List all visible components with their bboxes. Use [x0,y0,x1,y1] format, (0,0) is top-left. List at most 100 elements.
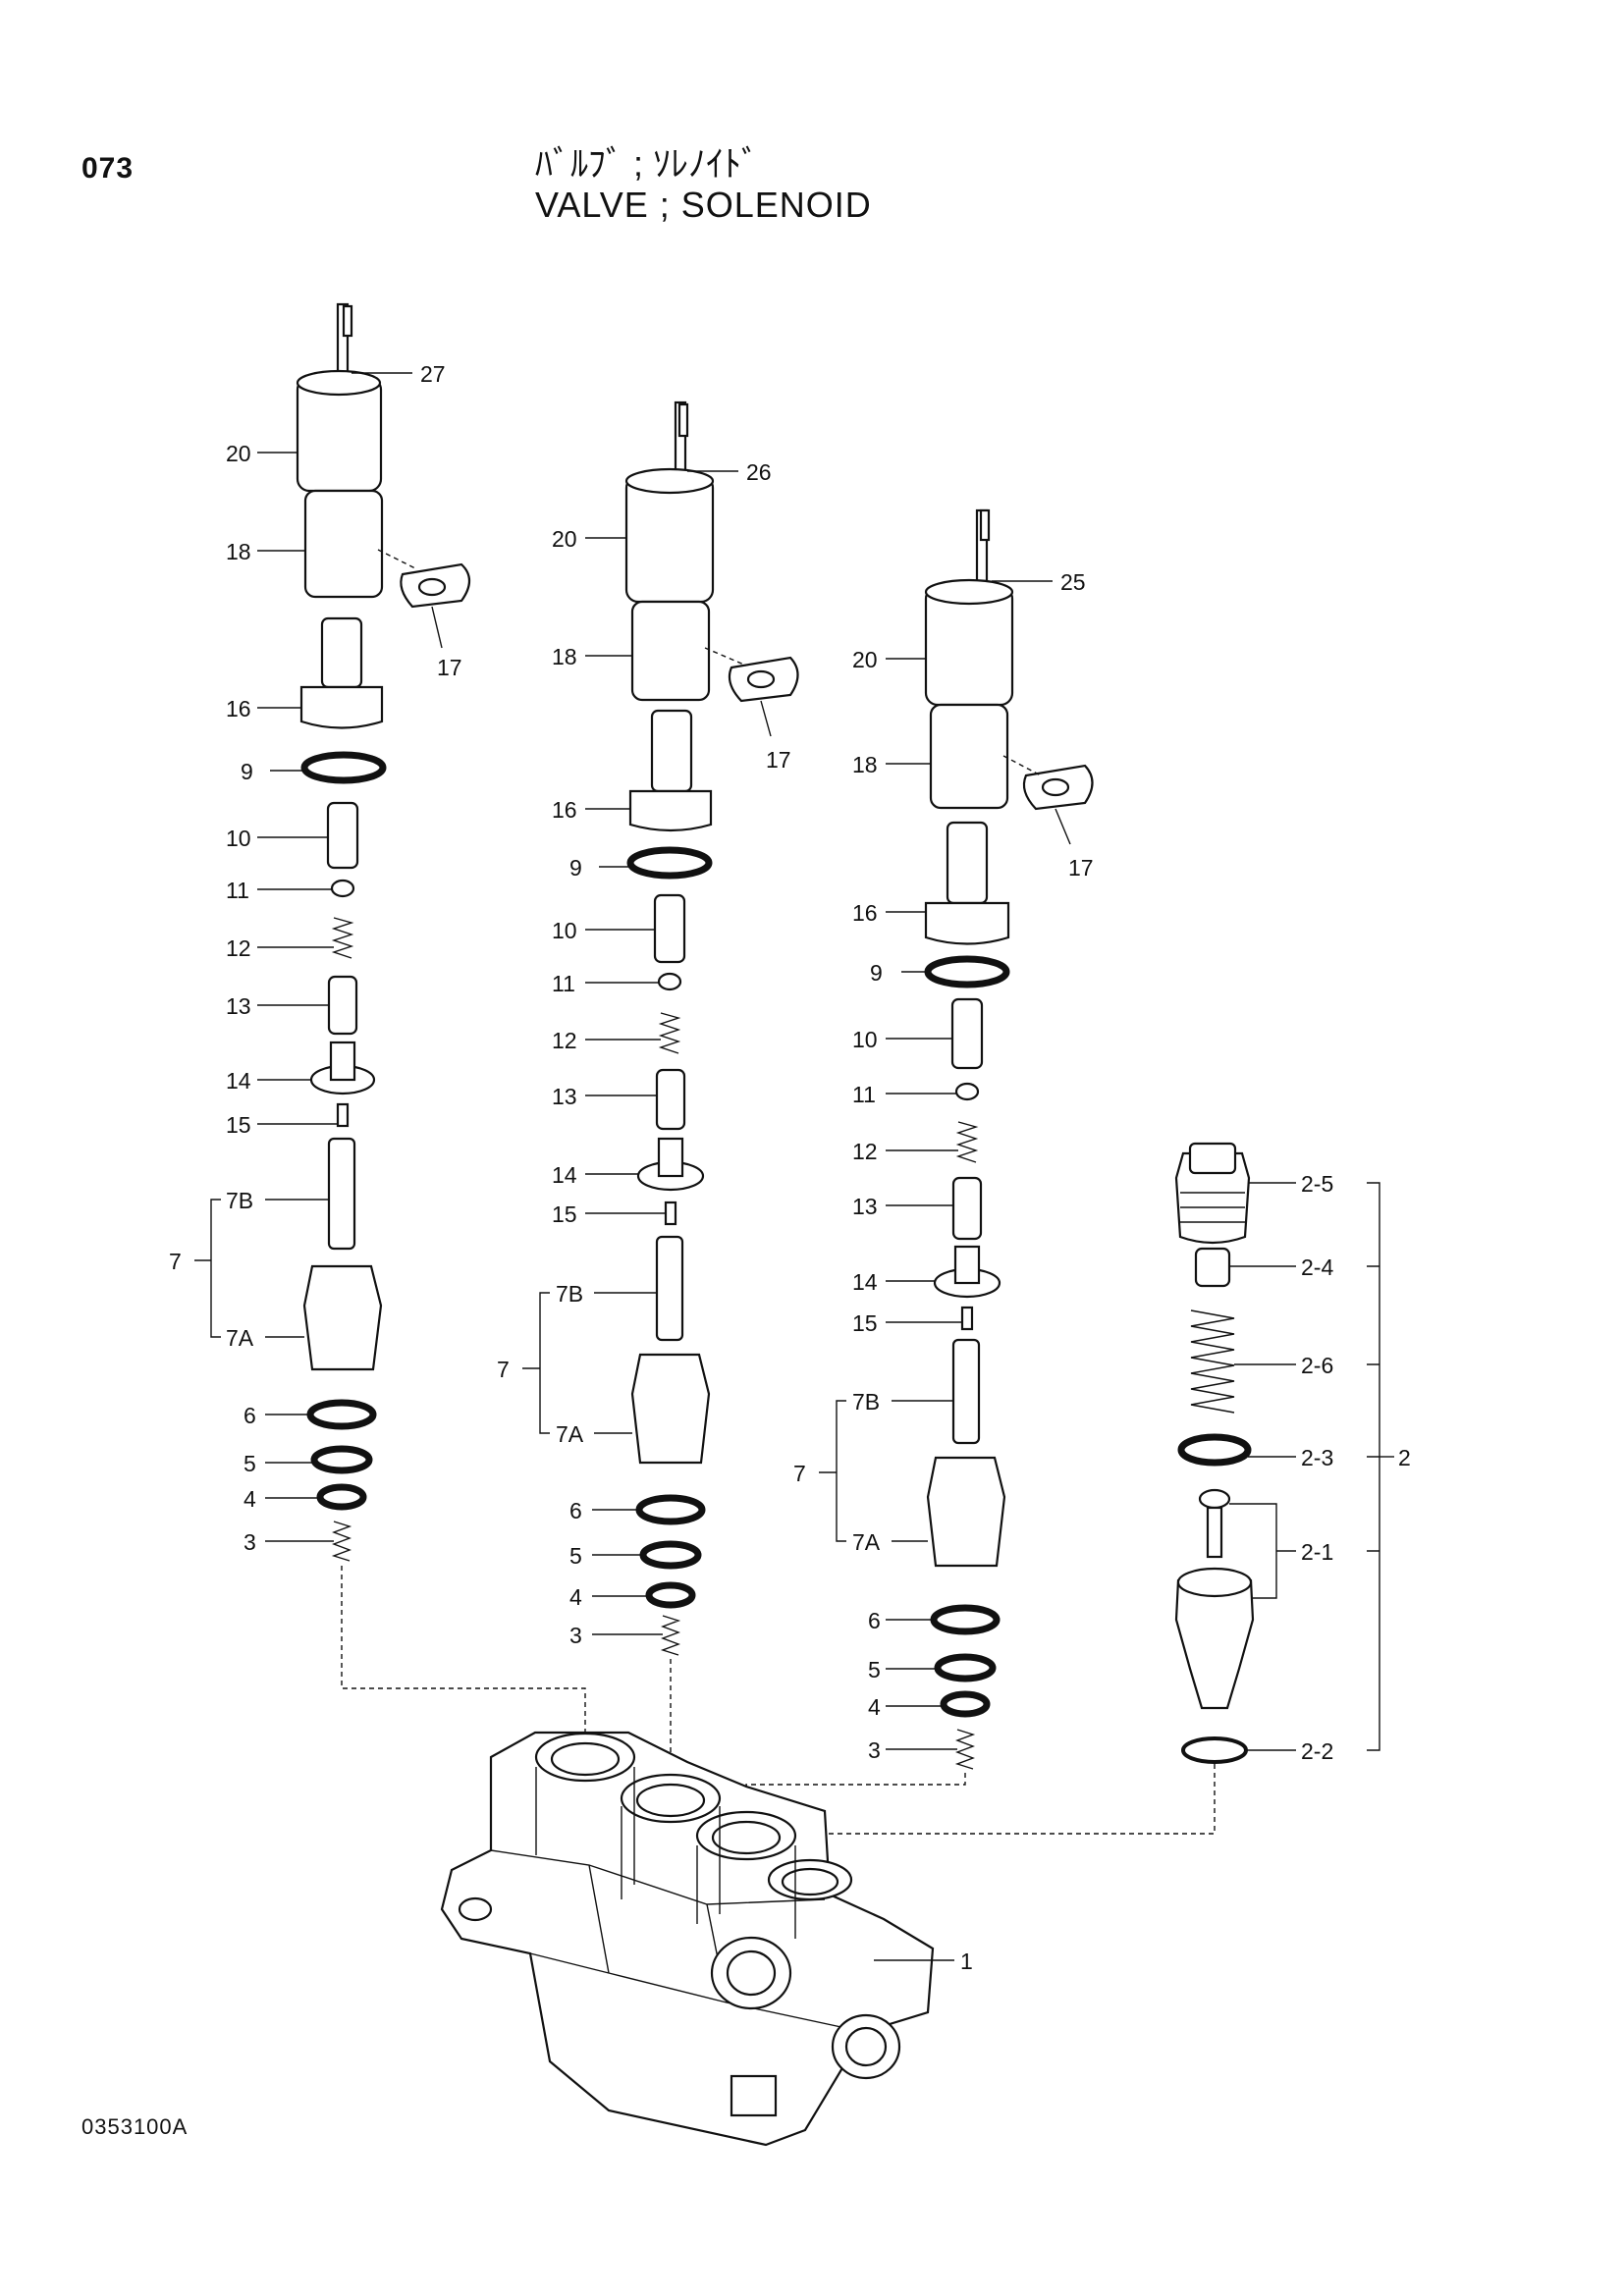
valve-2-1-top [1176,1567,1253,1598]
label-14-middle: 14 [552,1162,577,1188]
label-7a-right: 7A [852,1529,881,1555]
oring-4-middle [645,1581,696,1609]
ring-11-right [954,1082,980,1101]
label-14-left: 14 [226,1068,251,1094]
flange-14-middle-neck [657,1137,684,1178]
valve-2-1-stem [1206,1506,1223,1559]
connector-tip-middle [677,402,689,438]
label-9-left: 9 [241,759,253,784]
label-2-1: 2-1 [1301,1539,1333,1565]
label-6-right: 6 [868,1608,881,1633]
ring-2-2 [1181,1736,1248,1764]
spool-7b-middle [655,1235,684,1342]
body-16-right-stem [946,821,989,905]
label-20-middle: 20 [552,526,577,552]
oring-6-middle [635,1494,706,1525]
label-6-left: 6 [243,1403,256,1428]
assembly-left: 27 20 18 17 16 9 10 11 12 13 14 15 7B 7A… [169,302,586,1737]
spool-7b-right [951,1338,981,1445]
coil-18-middle [630,600,711,702]
label-7b-left: 7B [226,1188,253,1213]
label-3-right: 3 [868,1737,881,1763]
oring-4-right [940,1690,991,1718]
oring-6-left [306,1399,377,1430]
oring-9-right [924,955,1010,988]
spring-3-middle [660,1615,681,1656]
housing-port-3-inner [711,1820,782,1855]
spool-7b-left [327,1137,356,1251]
label-10-middle: 10 [552,918,577,943]
plate-hole-right [1041,777,1070,797]
spring-2-6 [1190,1309,1235,1414]
oring-9-middle [626,846,713,880]
oring-6-right [930,1604,1001,1635]
leader-left-to-housing [341,1566,586,1737]
pin-15-right [960,1306,974,1331]
label-27: 27 [420,361,446,387]
seat-7a-left [302,1264,383,1371]
housing-mount-hole [458,1896,493,1922]
pin-15-left [336,1102,350,1128]
cap-top-right [924,578,1014,606]
connector-tip-right [979,508,991,542]
oring-2-3 [1177,1433,1252,1467]
drawing-code: 0353100A [81,2114,189,2139]
housing-port-4-inner [781,1867,839,1896]
body-16-middle-stem [650,709,693,793]
label-2-2: 2-2 [1301,1738,1333,1764]
flange-14-left-neck [329,1041,356,1082]
label-11-right: 11 [852,1082,876,1107]
spring-12-middle [658,1012,681,1054]
plunger-13-middle [655,1068,686,1131]
sleeve-10-left [326,801,359,870]
label-26: 26 [746,459,772,485]
housing-port-1-inner [550,1741,621,1777]
spring-seat-2-4 [1194,1247,1231,1288]
coil-18-right [929,703,1009,810]
label-3-middle: 3 [569,1623,582,1648]
plunger-13-right [951,1176,983,1241]
label-7b-middle: 7B [556,1281,583,1307]
page-number: 073 [81,152,135,185]
label-2-4: 2-4 [1301,1255,1333,1280]
label-18-right: 18 [852,752,878,777]
label-15-left: 15 [226,1112,251,1138]
label-15-middle: 15 [552,1201,577,1227]
housing-block [730,2074,778,2117]
housing-lower-port-inner [844,2026,888,2067]
assembly-middle: 26 20 18 17 16 9 10 11 12 13 14 15 7B 7A… [497,400,799,1791]
label-2-5: 2-5 [1301,1171,1333,1197]
relief-valve-assembly: 2-5 2-4 2-6 2-3 2-1 2-2 2 [809,1142,1411,1865]
title-english: VALVE ; SOLENOID [535,185,872,225]
cap-top-middle [624,467,715,495]
plug-2-5-head [1188,1142,1237,1175]
label-13-left: 13 [226,993,251,1019]
label-18-left: 18 [226,539,251,564]
label-2-group: 2 [1398,1445,1411,1470]
oring-5-right [934,1653,997,1682]
label-11-middle: 11 [552,971,575,996]
label-5-right: 5 [868,1657,881,1682]
ring-11-middle [657,972,682,991]
ring-11-left [330,879,355,898]
sleeve-10-right [950,997,984,1070]
label-3-left: 3 [243,1529,256,1555]
pin-15-middle [664,1201,677,1226]
valve-2-1-head [1198,1488,1231,1510]
seat-7a-middle [630,1353,711,1465]
spring-12-left [331,917,354,959]
label-9-middle: 9 [569,855,582,881]
oring-5-middle [639,1540,702,1570]
label-4-right: 4 [868,1694,881,1720]
label-7-left: 7 [169,1249,182,1274]
label-12-middle: 12 [552,1028,577,1053]
label-5-left: 5 [243,1451,256,1476]
label-9-right: 9 [870,960,883,986]
body-16-left-flange [299,685,384,729]
label-6-middle: 6 [569,1498,582,1523]
label-20-right: 20 [852,647,878,672]
label-25: 25 [1060,569,1086,595]
body-16-middle-flange [628,789,713,832]
label-11-left: 11 [226,878,249,903]
label-7a-left: 7A [226,1325,254,1351]
